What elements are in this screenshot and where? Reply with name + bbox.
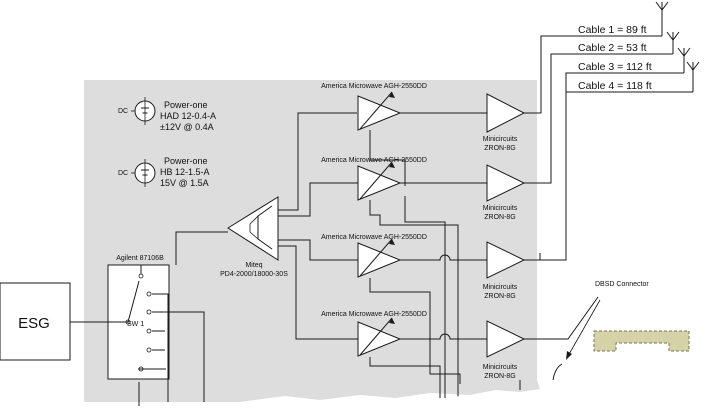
amplifier-2-label-1: Minicircuits xyxy=(483,205,518,212)
amplifier-4-label-2: ZRON-8G xyxy=(484,373,516,380)
connector-curve xyxy=(552,363,563,381)
amplifier-1: Minicircuits ZRON-8G xyxy=(483,93,526,152)
amplifier-4: Minicircuits ZRON-8G xyxy=(483,320,526,380)
equipment-panel xyxy=(84,80,540,402)
power-supply-1: DC Power-one HAD 12-0.4-A ±12V @ 0.4A xyxy=(118,97,216,132)
esg-label: ESG xyxy=(18,315,50,332)
amplifier-4-label-1: Minicircuits xyxy=(483,364,518,371)
divider-label-1: Miteq xyxy=(245,262,262,269)
amplifier-3-label-1: Minicircuits xyxy=(483,284,518,291)
psu2-line-2: HB 12-1.5-A xyxy=(160,167,210,177)
amplifier-2-label-2: ZRON-8G xyxy=(484,214,516,221)
attenuator-3-label: America Microwave AGH-2550DD xyxy=(321,234,427,241)
rf-switch: Agilent 87106B SW 1 xyxy=(107,255,170,380)
attenuator-4-label: America Microwave AGH-2550DD xyxy=(321,311,427,318)
connector-pointer xyxy=(567,299,601,357)
cable-2-label: Cable 2 = 53 ft xyxy=(578,42,647,54)
amplifier-1-label-1: Minicircuits xyxy=(483,136,518,143)
psu1-line-2: HAD 12-0.4-A xyxy=(160,111,216,121)
psu2-line-1: Power-one xyxy=(164,156,208,166)
torn-edge xyxy=(330,384,711,416)
switch-port-label: SW 1 xyxy=(127,321,144,328)
psu2-line-3: 15V @ 1.5A xyxy=(160,178,209,188)
antenna-icons xyxy=(655,1,700,92)
switch-title: Agilent 87106B xyxy=(116,255,164,262)
amplifier-3-label-2: ZRON-8G xyxy=(484,293,516,300)
wiring xyxy=(70,35,693,406)
attenuator-2-label: America Microwave AGH-2550DD xyxy=(321,157,427,164)
dc-label-1: DC xyxy=(118,108,128,115)
amplifier-3: Minicircuits ZRON-8G xyxy=(483,241,526,300)
attenuator-3: America Microwave AGH-2550DD xyxy=(321,234,427,278)
dc-label-2: DC xyxy=(118,170,128,177)
power-supply-2: DC Power-one HB 12-1.5-A 15V @ 1.5A xyxy=(118,156,210,188)
cable-3-label: Cable 3 = 112 ft xyxy=(578,61,652,73)
cable-4-label: Cable 4 = 118 ft xyxy=(578,80,652,92)
dbsd-connector xyxy=(593,330,690,352)
amplifier-1-label-2: ZRON-8G xyxy=(484,145,516,152)
antenna-3-icon xyxy=(677,47,691,73)
antenna-2-icon xyxy=(666,31,680,54)
attenuator-2: America Microwave AGH-2550DD xyxy=(321,157,427,201)
esg-source: ESG xyxy=(0,282,71,361)
antenna-1-icon xyxy=(655,1,669,36)
antenna-4-icon xyxy=(686,61,700,92)
attenuator-1-label: America Microwave AGH-2550DD xyxy=(321,83,427,90)
divider-label-2: PD4-2000/18000-30S xyxy=(220,271,288,278)
connector-label: DBSD Connector xyxy=(595,281,649,288)
psu1-line-1: Power-one xyxy=(164,100,208,110)
attenuator-1: America Microwave AGH-2550DD xyxy=(321,83,427,131)
attenuator-4: America Microwave AGH-2550DD xyxy=(321,311,427,357)
psu1-line-3: ±12V @ 0.4A xyxy=(160,122,214,132)
connector-pointer-arrowhead xyxy=(566,351,572,360)
amplifier-2: Minicircuits ZRON-8G xyxy=(483,164,526,221)
power-divider: Miteq PD4-2000/18000-30S xyxy=(220,196,288,278)
cable-1-label: Cable 1 = 89 ft xyxy=(578,24,647,36)
